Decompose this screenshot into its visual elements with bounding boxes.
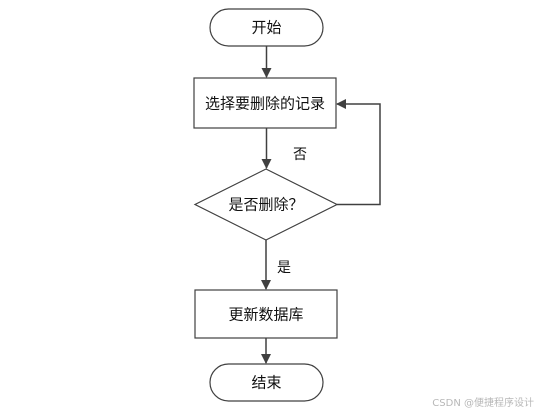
end-label: 结束 [251, 374, 281, 392]
decision-label: 是否删除？ [228, 196, 303, 214]
no-edge-label: 否 [293, 147, 307, 163]
yes-edge-label: 是 [277, 260, 291, 276]
update-database-process [194, 289, 338, 339]
watermark-text: CSDN @便捷程序设计 [432, 398, 534, 409]
end-terminator [209, 363, 324, 402]
start-label: 开始 [251, 19, 281, 37]
select-record-process [193, 77, 337, 129]
arrow-no-loop-back [336, 99, 381, 206]
update-database-label: 更新数据库 [228, 306, 303, 324]
select-record-label: 选择要删除的记录 [205, 95, 325, 113]
